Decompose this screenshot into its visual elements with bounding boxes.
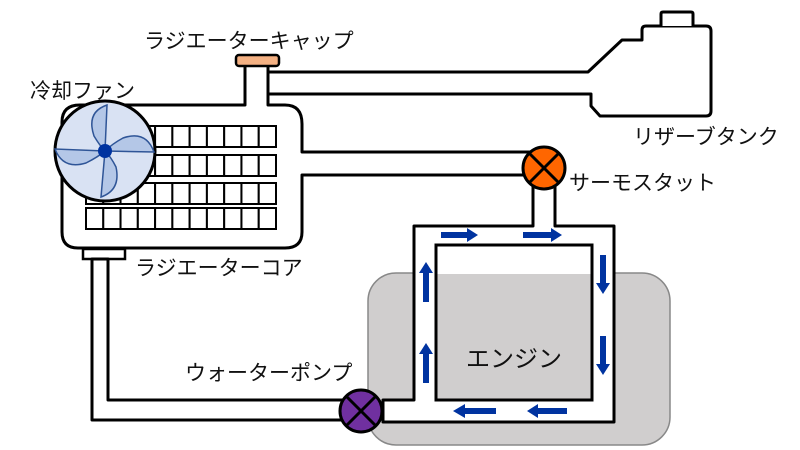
radiator-core-cell (154, 207, 174, 230)
engine-inner-top (436, 245, 592, 274)
radiator-core-cell (205, 182, 226, 205)
radiator-core-cell (223, 182, 243, 205)
radiator-core-cell (136, 207, 157, 230)
thermostat-valve (521, 145, 567, 191)
radiator-core-cell (240, 125, 260, 148)
flow-arrow-down (596, 336, 610, 375)
label-cooling-fan: 冷却ファン (30, 79, 135, 103)
radiator-core-cell (223, 125, 243, 148)
radiator-core-cell (171, 154, 191, 177)
flow-arrows (419, 228, 610, 418)
radiator-core-cell (188, 154, 208, 177)
radiator-core-cell (240, 154, 260, 177)
radiator-core-cell (119, 207, 139, 230)
radiator-core-cell (171, 125, 191, 148)
radiator-cap (234, 53, 281, 68)
radiator-core-cell (154, 125, 174, 148)
reserve-tank-cap (659, 10, 695, 26)
label-radiator-core: ラジエーターコア (135, 256, 303, 280)
reserve-tank (266, 24, 713, 118)
radiator-core-cell (257, 182, 277, 205)
fan-hub (98, 144, 112, 158)
radiator-core-cell (240, 182, 260, 205)
flow-arrow-up (419, 262, 433, 302)
radiator-core-cell (171, 182, 191, 205)
radiator-core-cell (257, 207, 277, 230)
radiator-core-cell (223, 207, 243, 230)
radiator-core-cell (223, 154, 243, 177)
flow-arrow-left (453, 404, 496, 418)
pump-return-pipe (90, 257, 347, 422)
engine-inner-body (436, 274, 592, 400)
radiator-core-cell (188, 125, 208, 148)
flow-arrow-right (441, 228, 478, 242)
label-engine: エンジン (466, 345, 562, 373)
engine-inner-outline (434, 243, 594, 402)
flow-arrow-left (527, 404, 567, 418)
radiator-core-cell (154, 182, 174, 205)
radiator-core-cell (102, 207, 122, 230)
radiator-core-cell (240, 207, 260, 230)
flow-arrow-down (596, 255, 610, 294)
radiator-core-cell (205, 125, 226, 148)
flow-arrow-right (523, 228, 562, 242)
radiator-core-cell (188, 182, 208, 205)
radiator-core-cell (257, 154, 277, 177)
radiator-core-cell (205, 207, 226, 230)
radiator-core-cell (154, 154, 174, 177)
label-radiator-cap: ラジエーターキャップ (144, 29, 354, 53)
radiator-core-cell (85, 207, 105, 230)
radiator-core-cell (188, 207, 208, 230)
radiator-core-cell (257, 125, 277, 148)
label-water-pump: ウォーターポンプ (185, 361, 352, 385)
label-thermostat: サーモスタット (569, 171, 716, 195)
radiator-core-cell (171, 207, 191, 230)
label-reserve-tank: リザーブタンク (633, 125, 779, 149)
water-pump (338, 388, 384, 434)
radiator-core-cell (205, 154, 226, 177)
cooling-fan (53, 99, 157, 203)
flow-arrow-up (419, 343, 433, 383)
